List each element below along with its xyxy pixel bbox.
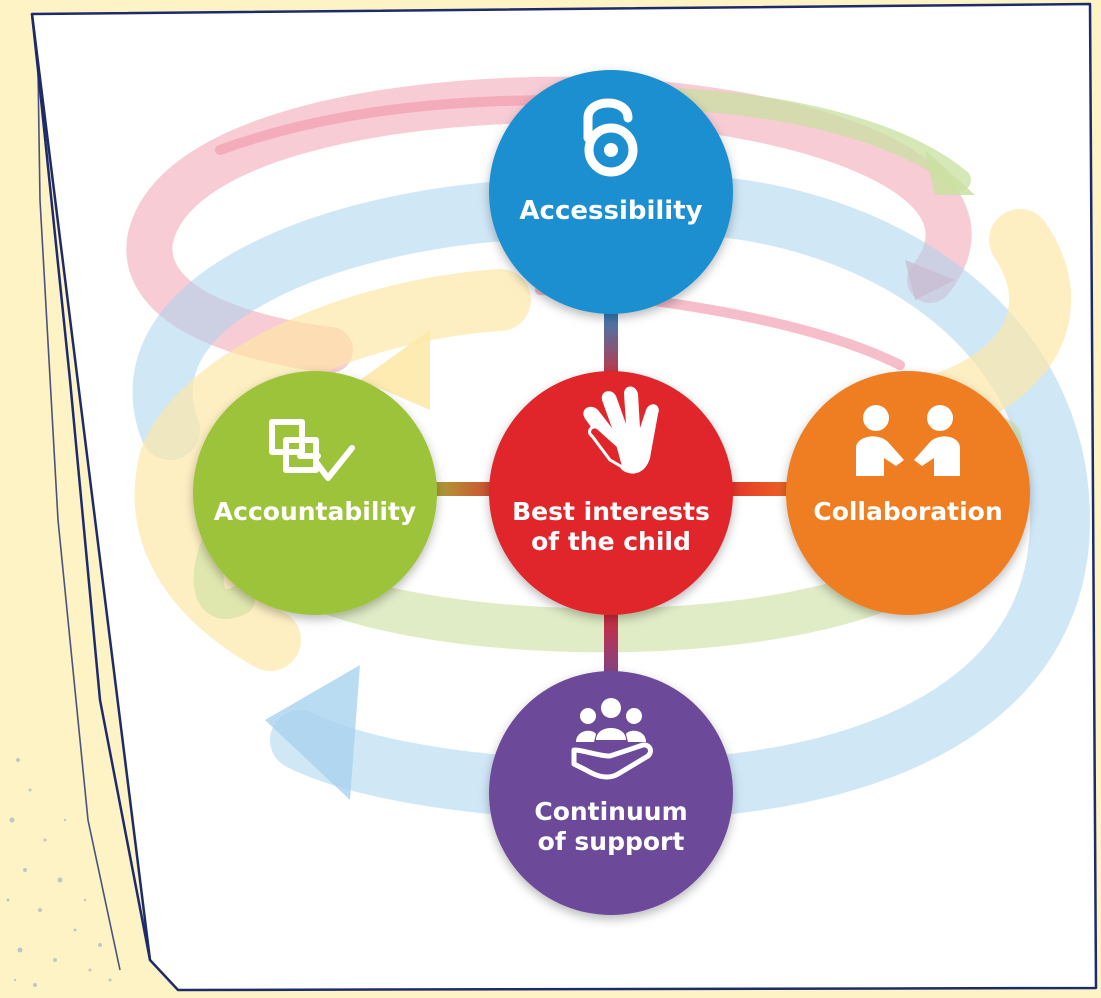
paper-fold-edge-back bbox=[37, 69, 121, 971]
two-people-icon bbox=[856, 405, 960, 476]
paper-fold-edge bbox=[30, 13, 152, 961]
arrowhead-yellow bbox=[360, 330, 430, 410]
node-accountability-label: Accountability bbox=[213, 497, 417, 526]
documents-check-icon bbox=[269, 419, 355, 481]
connector-bottom bbox=[604, 600, 618, 690]
node-center-label: Best interests of the child bbox=[501, 497, 721, 557]
arrowhead-green-top bbox=[925, 150, 975, 195]
node-center-label-line2: of the child bbox=[531, 527, 691, 556]
node-center-circle bbox=[489, 371, 733, 615]
speckle-decoration bbox=[6, 758, 112, 987]
node-continuum-label: Continuum of support bbox=[511, 797, 711, 857]
connector-top bbox=[604, 300, 618, 390]
arrowhead-blue bbox=[265, 665, 360, 800]
cycle-arrow-pink-inner bbox=[215, 95, 565, 155]
cycle-arrow-blue bbox=[132, 175, 1091, 821]
node-center-label-line1: Best interests bbox=[512, 497, 710, 526]
open-lock-icon bbox=[583, 98, 638, 177]
nodes bbox=[193, 70, 1030, 915]
node-accountability-circle bbox=[193, 371, 437, 615]
hands-icon bbox=[583, 386, 659, 474]
node-continuum-label-line2: of support bbox=[537, 827, 685, 856]
node-collaboration-label: Collaboration bbox=[813, 497, 1003, 526]
node-continuum-circle bbox=[489, 671, 733, 915]
node-continuum-label-line1: Continuum bbox=[534, 797, 688, 826]
node-accessibility-label: Accessibility bbox=[519, 196, 703, 226]
node-collaboration-circle bbox=[786, 371, 1030, 615]
people-hand-icon bbox=[571, 698, 653, 780]
node-accessibility-circle bbox=[489, 70, 733, 314]
